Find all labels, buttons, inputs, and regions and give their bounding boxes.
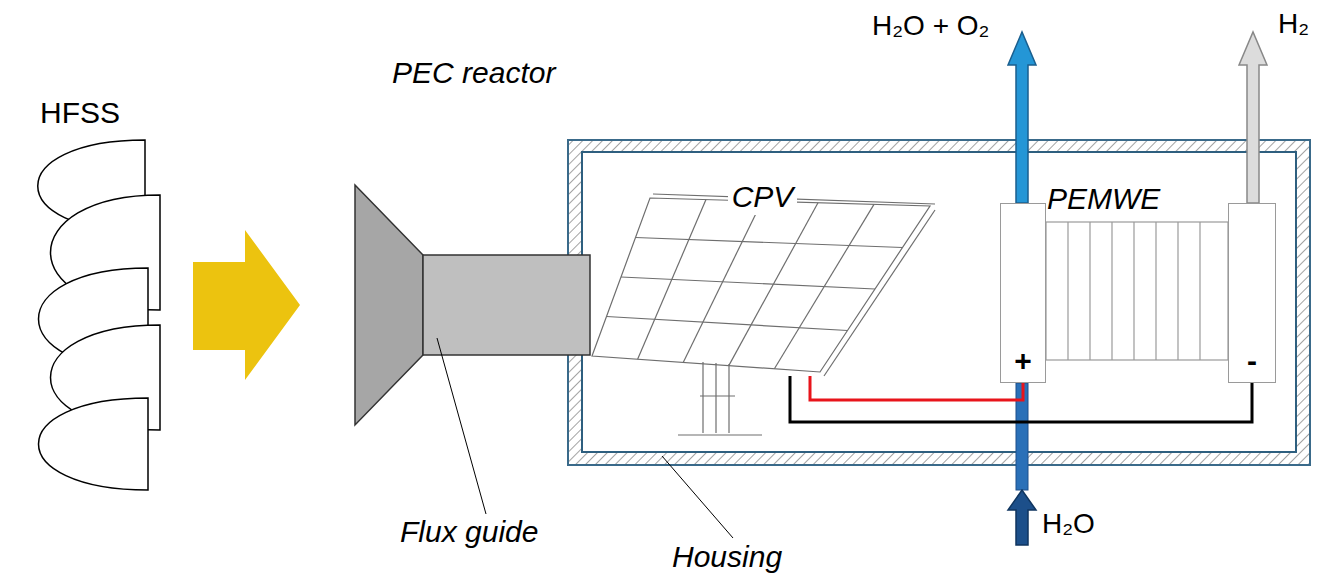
water-inlet-arrow [1008,490,1036,545]
stream-label: H₂O + O₂ [872,10,989,42]
leader-line [437,338,486,514]
cathode-plate: - [1228,203,1276,383]
hydrogen-outlet-arrow [1239,32,1267,203]
cpv-module: CPV [590,180,935,376]
module-label: CPV [728,180,798,215]
pemwe-stack [1046,222,1228,360]
housing-wall [568,140,1310,465]
component-label: PEMWE [1047,182,1160,217]
reactor-label: PEC reactor [392,56,555,91]
polarity-sign: + [1014,344,1032,379]
polarity-sign: - [1247,344,1257,379]
flux-guide-tube [423,255,590,355]
flux-guide-cone [355,185,423,425]
housing-inner [582,152,1296,452]
cpv-panel [592,194,935,376]
leader-line [662,456,733,538]
part-label: Flux guide [400,515,538,550]
source-label: HFSS [40,96,120,131]
stream-label: H₂ [1278,8,1309,40]
light-arrow [193,230,300,380]
hfss-lenses [38,140,160,490]
wire [810,376,1023,400]
cpv-stand [678,362,762,435]
oxygen-outlet-arrow [1008,32,1036,203]
part-label: Housing [672,540,782,575]
stream-label: H₂O [1042,508,1095,540]
anode-plate: + [1000,203,1046,383]
